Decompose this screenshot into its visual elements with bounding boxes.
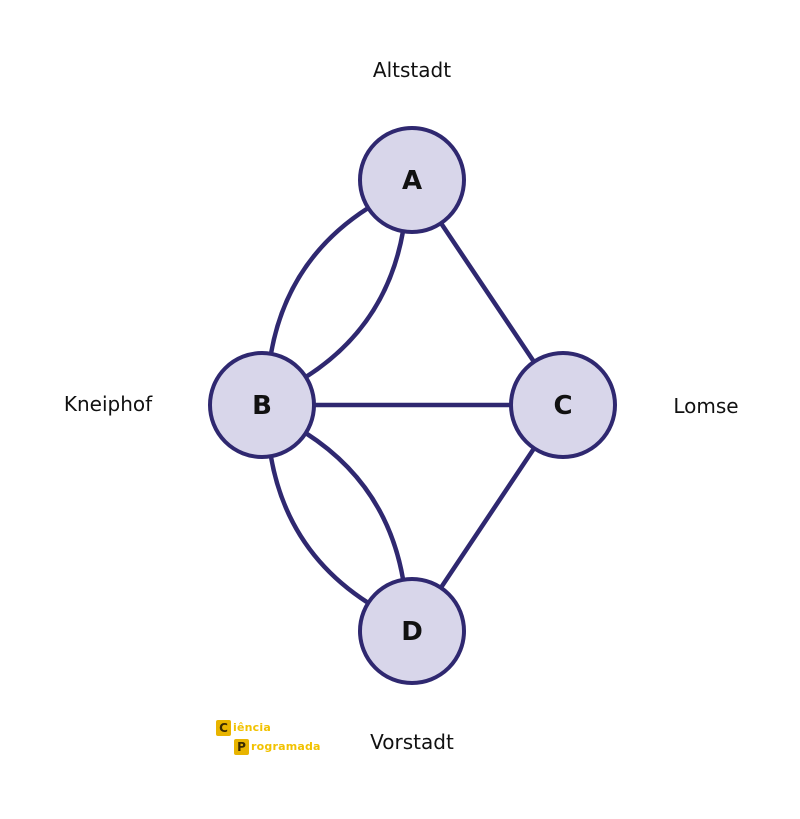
edge-a-b-outer xyxy=(268,205,371,357)
edge-b-d-outer xyxy=(268,453,371,606)
logo-programada-text: rogramada xyxy=(251,740,321,753)
node-a-circle xyxy=(358,126,466,234)
edge-a-b-inner xyxy=(303,228,406,380)
logo-row-1: C iência xyxy=(216,720,271,736)
edge-a-c xyxy=(438,220,537,365)
region-label-vorstadt: Vorstadt xyxy=(370,730,454,754)
node-b-circle xyxy=(208,351,316,459)
logo-p-box: P xyxy=(234,739,249,755)
node-b-label: B xyxy=(252,391,272,421)
node-c-circle xyxy=(509,351,617,459)
node-a-label: A xyxy=(402,166,422,196)
region-labels: Altstadt Kneiphof Lomse Vorstadt xyxy=(64,58,739,754)
nodes-layer: A B C D xyxy=(208,126,617,685)
logo-c-box: C xyxy=(216,720,231,736)
node-c: C xyxy=(509,351,617,459)
node-c-label: C xyxy=(553,391,572,421)
logo-ciencia-text: iência xyxy=(233,721,271,734)
edge-c-d xyxy=(438,445,537,591)
node-d-circle xyxy=(358,577,466,685)
node-d-label: D xyxy=(401,617,423,647)
node-b: B xyxy=(208,351,316,459)
edges-layer xyxy=(268,205,537,606)
node-a: A xyxy=(358,126,466,234)
ciencia-programada-logo: C iência P rogramada xyxy=(216,720,326,760)
logo-row-2: P rogramada xyxy=(234,739,321,755)
region-label-lomse: Lomse xyxy=(673,394,738,418)
node-d: D xyxy=(358,577,466,685)
edge-b-d-inner xyxy=(303,430,406,583)
region-label-kneiphof: Kneiphof xyxy=(64,392,153,416)
region-label-altstadt: Altstadt xyxy=(373,58,451,82)
